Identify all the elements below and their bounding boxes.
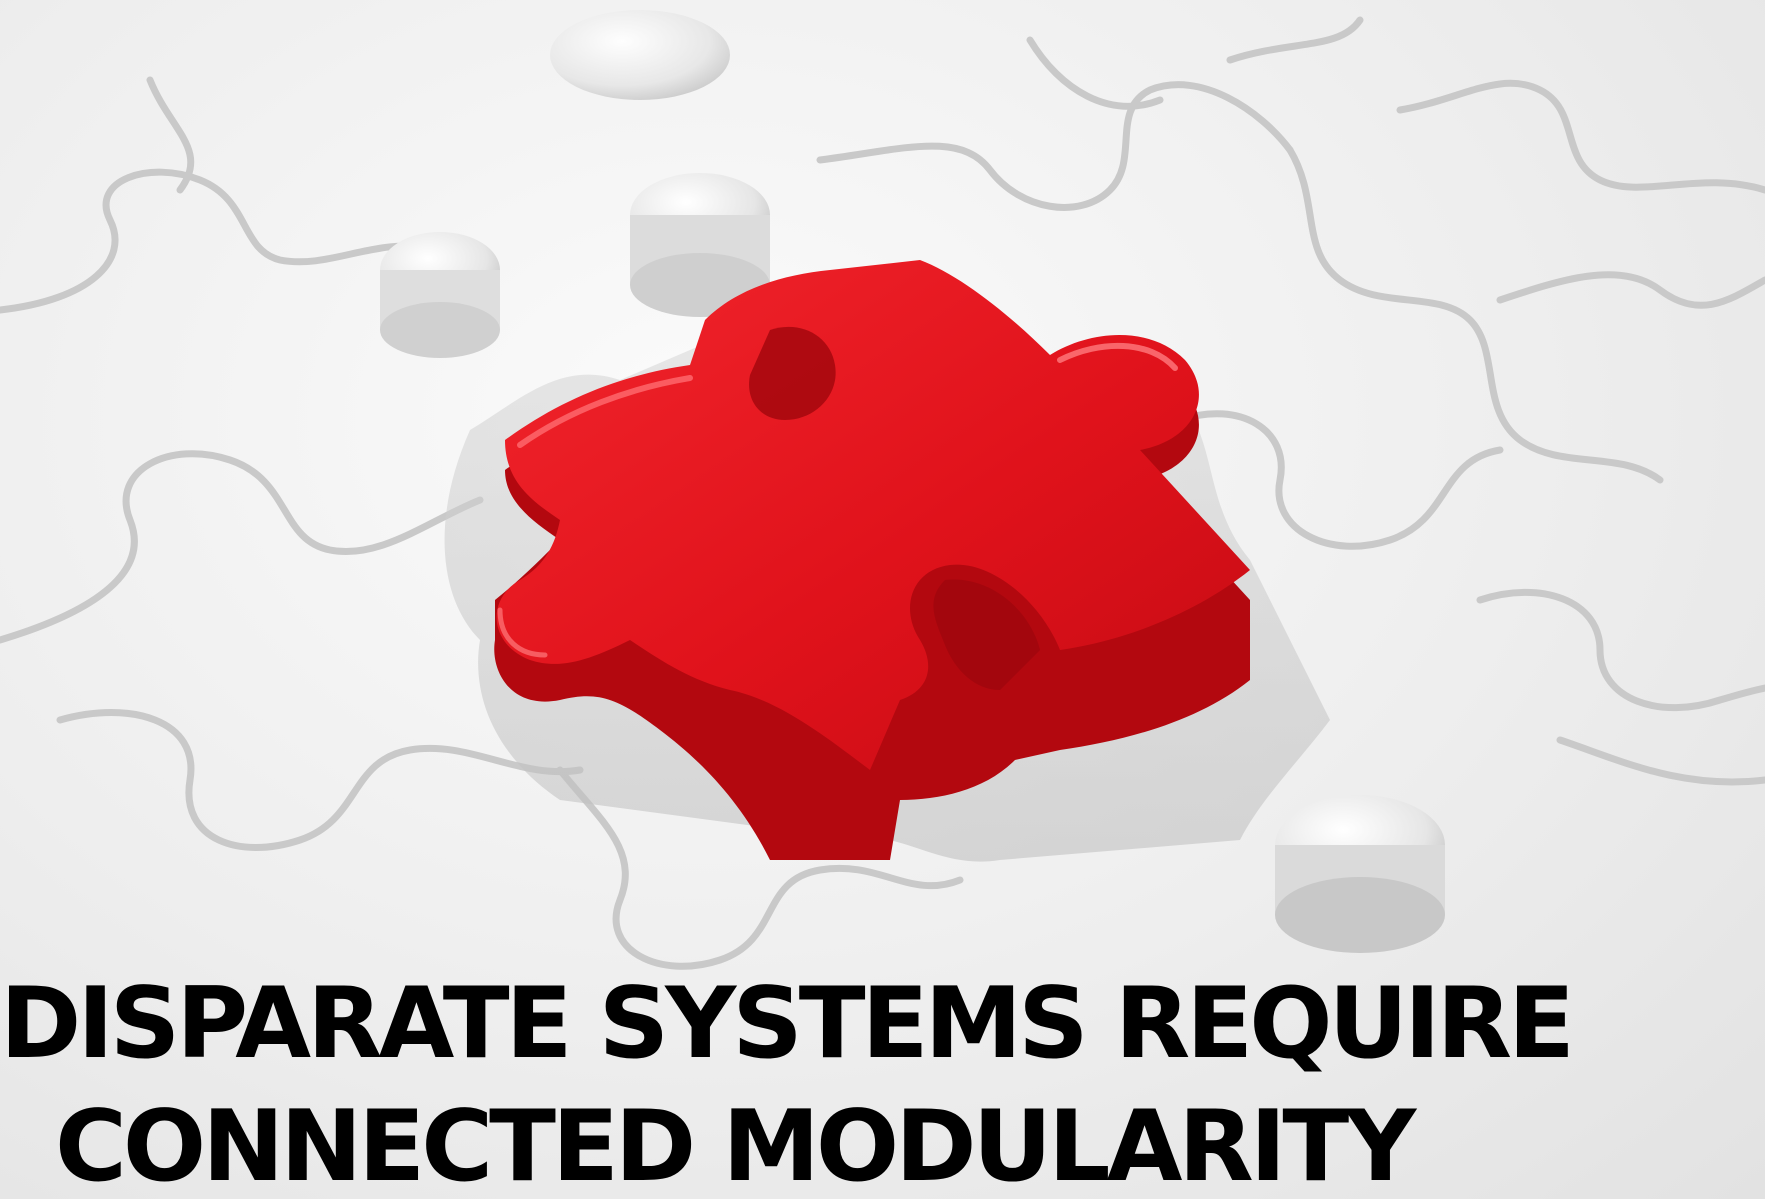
headline-line-1: DISPARATE SYSTEMS REQUIRE — [0, 967, 1575, 1081]
puzzle-seams — [0, 16, 1765, 970]
headline-line-2: CONNECTED MODULARITY — [55, 1090, 1416, 1199]
red-puzzle-piece — [494, 260, 1251, 860]
